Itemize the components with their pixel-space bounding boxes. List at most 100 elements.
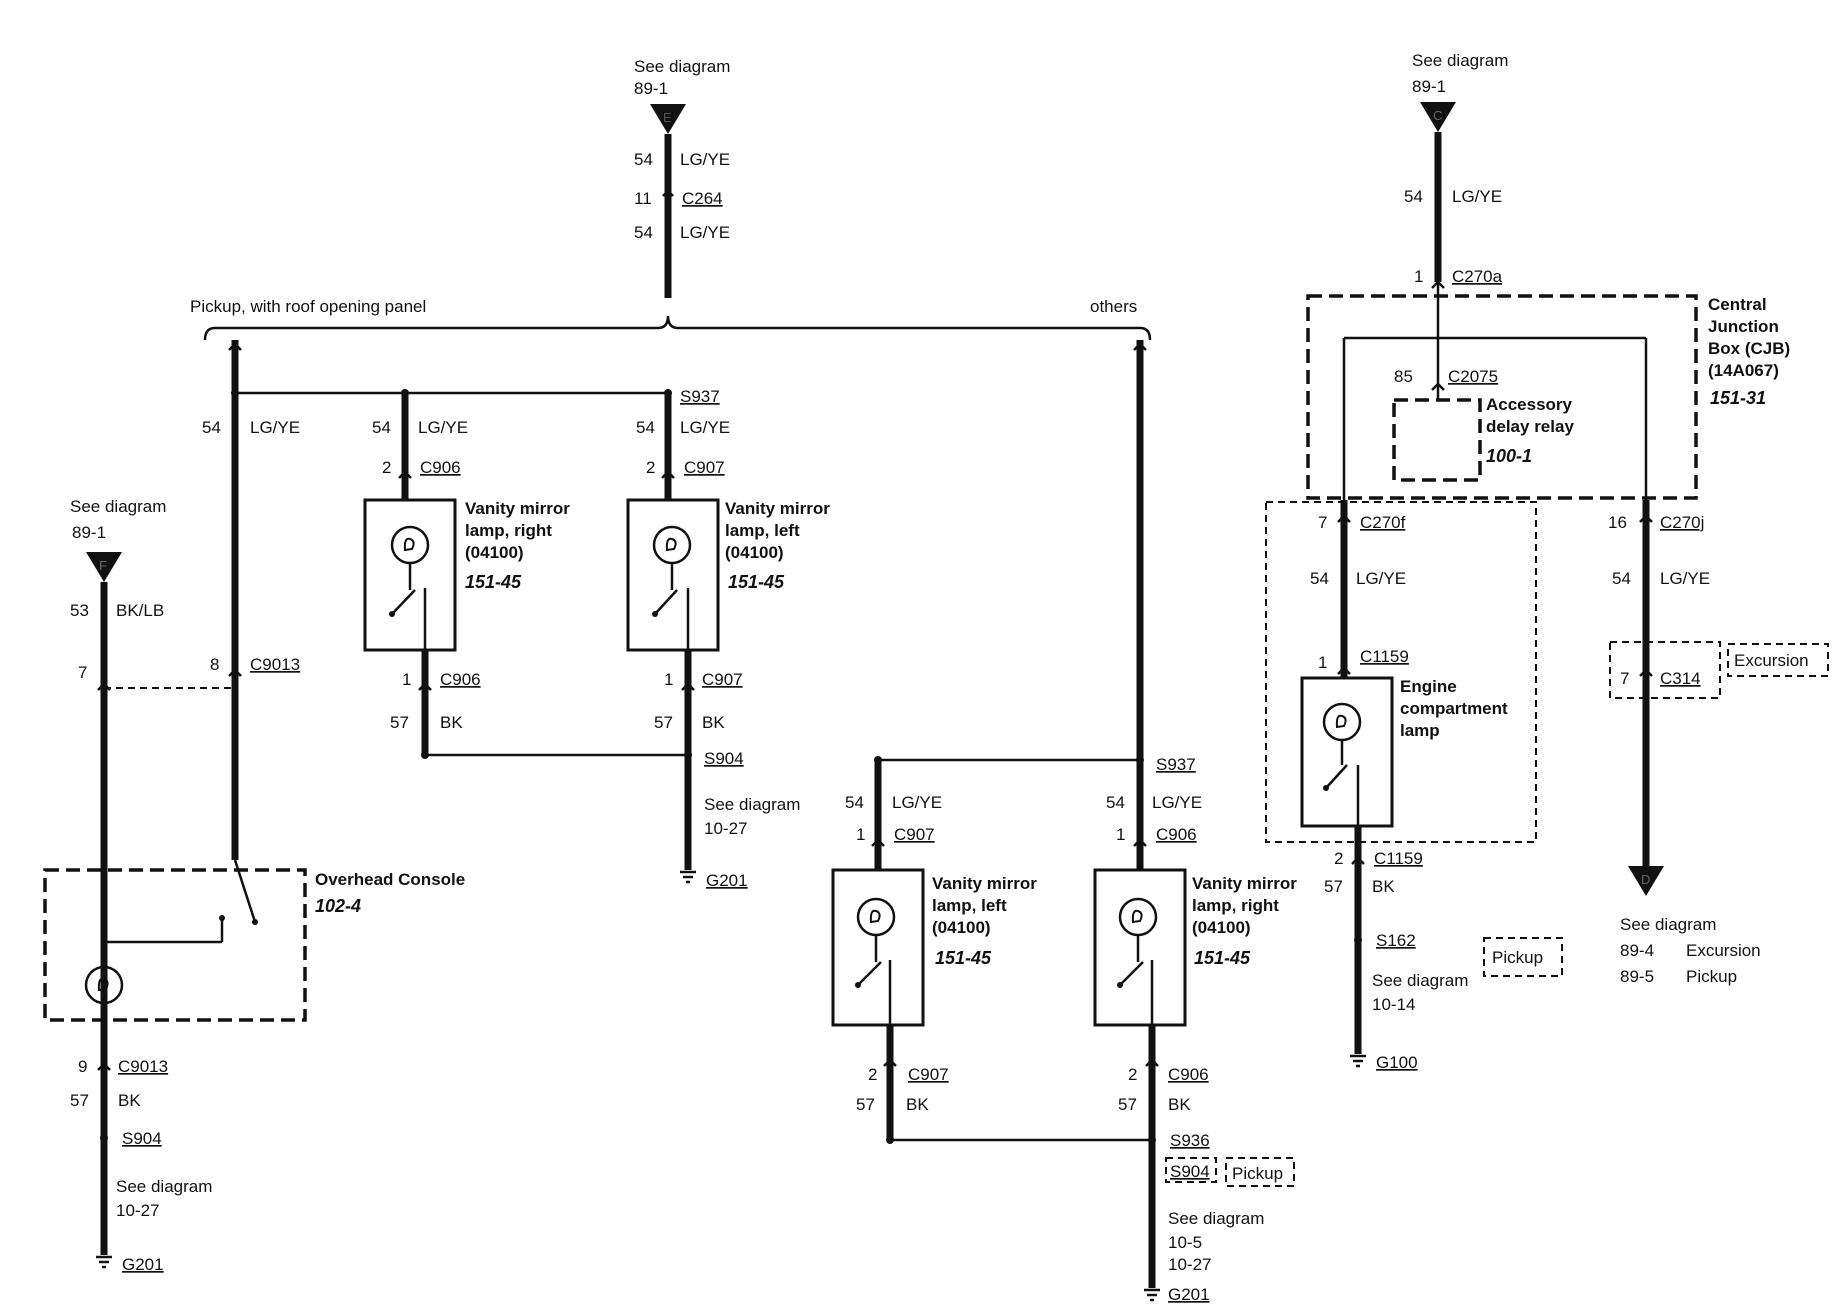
wire-gauge: 54 [636,418,655,437]
diagram-ref: 10-27 [704,819,747,838]
component-label: Vanity mirror [932,874,1037,893]
splice-s904: S904 [1170,1162,1210,1181]
diagram-ref: 89-4 [1620,941,1654,960]
connector-c-triangle [1420,102,1456,132]
wire-gauge: 57 [654,713,673,732]
wire-gauge: 57 [856,1095,875,1114]
wire-gauge: 54 [1404,187,1423,206]
wire-color: LG/YE [892,793,942,812]
diagram-ref: 89-1 [1412,77,1446,96]
branch-brace [203,315,1152,341]
pin-number: 1 [1318,653,1327,672]
wire-color: BK [1168,1095,1191,1114]
pin-number: 7 [1318,513,1327,532]
see-diagram-label: See diagram [116,1177,212,1196]
pin-number: 11 [634,189,652,208]
pin-number: 1 [1414,267,1423,286]
wire-color: LG/YE [1660,569,1710,588]
see-diagram-label: See diagram [704,795,800,814]
connector-c2075: C2075 [1448,367,1498,386]
splice-s936: S936 [1170,1131,1210,1150]
wire-gauge: 54 [845,793,864,812]
cjb-box [1306,294,1698,500]
connector-c9013: C9013 [250,655,300,674]
lamp-box [363,498,457,652]
connector-c-letter: C [1433,108,1442,123]
pin-number: 1 [664,670,673,689]
connector-c270f: C270f [1360,513,1406,532]
wire-gauge: 54 [1106,793,1125,812]
connector-e-group: See diagram 89-1 E 54 LG/YE 11 C264 54 L… [634,57,730,298]
wire-gauge: 54 [634,150,653,169]
component-part-number: (04100) [465,543,524,562]
see-diagram-label: See diagram [1372,971,1468,990]
pin-number: 8 [210,655,219,674]
pin-number: 85 [1394,367,1413,386]
wire-gauge: 57 [70,1091,89,1110]
vanity-mirror-lamp-right-top: 54 LG/YE 2 C906 Vanity mirror lamp, righ… [363,393,688,759]
ground-g100: G100 [1376,1053,1418,1072]
pickup-tag-label: Pickup [1492,948,1543,967]
component-part-number: (04100) [725,543,784,562]
splice-s904: S904 [704,749,744,768]
wire-color: BK [702,713,725,732]
splice-s162: S162 [1376,931,1416,950]
diagram-ref: 10-27 [116,1201,159,1220]
component-label: Vanity mirror [465,499,570,518]
connector-c906: C906 [1156,825,1197,844]
wire-color: LG/YE [680,418,730,437]
pickup-feed: 54 LG/YE 8 C9013 S937 [202,340,720,860]
component-label: lamp, right [1192,896,1279,915]
wire-gauge: 57 [1324,877,1343,896]
diagram-ref-note: Excursion [1686,941,1761,960]
diagram-ref: 89-5 [1620,967,1654,986]
wire-gauge: 57 [1118,1095,1137,1114]
see-diagram-label: See diagram [1620,915,1716,934]
wire-gauge: 54 [634,223,653,242]
branch-others-label: others [1090,297,1137,316]
component-page-ref: 100-1 [1486,446,1532,466]
wire-gauge: 54 [1612,569,1631,588]
connector-c907: C907 [908,1065,949,1084]
connector-d-letter: D [1641,872,1650,887]
splice-s904: S904 [122,1129,162,1148]
cjb-group: See diagram 89-1 C 54 LG/YE 1 C270a Cent… [1265,51,1829,1072]
pin-number: 2 [1334,849,1343,868]
engine-lamp-box [1300,676,1394,828]
pin-number: 7 [1620,669,1629,688]
wire-color: BK/LB [116,601,164,620]
pin-number: 1 [856,825,865,844]
component-label: compartment [1400,699,1508,718]
diagram-ref: 89-1 [72,523,106,542]
connector-c907: C907 [702,670,743,689]
wire-gauge: 53 [70,601,89,620]
vanity-mirror-lamp-left-bottom: 54 LG/YE 1 C907 Vanity mirror lamp, left… [831,760,1152,1144]
ground-g201: G201 [1168,1285,1210,1304]
excursion-tag-label: Excursion [1734,651,1809,670]
vanity-mirror-lamp-right-bottom: 54 LG/YE 1 C906 Vanity mirror lamp, righ… [1093,760,1297,1304]
connector-c906: C906 [420,458,461,477]
connector-c270a: C270a [1452,267,1503,286]
component-label: Box (CJB) [1708,339,1790,358]
pin-number: 2 [646,458,655,477]
pin-number: 1 [402,670,411,689]
pickup-tag [1483,937,1563,977]
connector-c907: C907 [684,458,725,477]
pin-number: 2 [1128,1065,1137,1084]
accessory-delay-relay-box [1392,398,1482,482]
component-label: delay relay [1486,417,1574,436]
component-page-ref: 151-45 [728,572,785,592]
wire-color: LG/YE [1452,187,1502,206]
ground-g201: G201 [122,1255,164,1274]
component-label: Junction [1708,317,1779,336]
pin-number: 9 [78,1057,87,1076]
wire-gauge: 54 [202,418,221,437]
component-page-ref: 151-31 [1710,388,1766,408]
connector-f-letter: F [99,558,107,573]
connector-e-triangle [650,104,686,134]
component-page-ref: 102-4 [315,896,361,916]
branch-bracket: Pickup, with roof opening panel others [190,297,1152,341]
vanity-mirror-lamp-left-top: 54 LG/YE 2 C907 Vanity mirror lamp, left… [626,393,830,890]
pin-number: 2 [382,458,391,477]
